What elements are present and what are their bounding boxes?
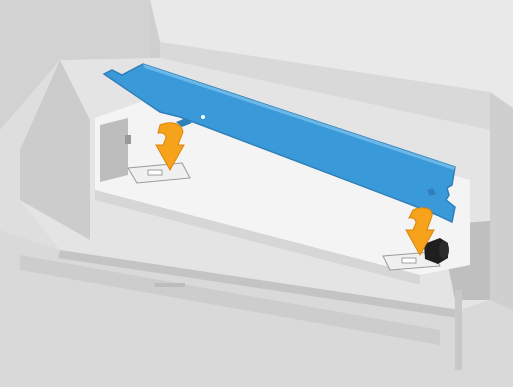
right-post (455, 290, 462, 370)
cover-hole (201, 115, 205, 119)
front-tab (155, 283, 185, 287)
left-rail-slot (125, 135, 131, 144)
left-rail (100, 118, 128, 182)
left-latch-slot (148, 170, 162, 175)
right-housing (490, 92, 513, 310)
knob-cap (439, 241, 449, 259)
right-latch-slot (402, 258, 416, 263)
